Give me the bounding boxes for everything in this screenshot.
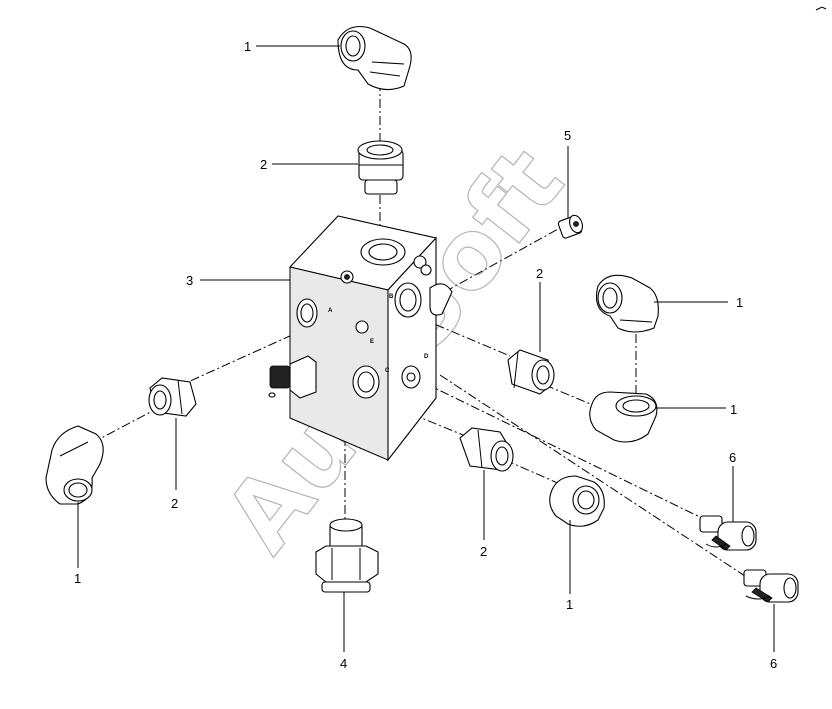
elbow-fitting-top — [337, 25, 412, 91]
callout-elbow-bottom: 1 — [566, 597, 573, 612]
adapter-top — [357, 140, 404, 195]
callout-elbow-right-mid: 1 — [730, 402, 737, 417]
corner-mark — [815, 6, 827, 11]
port-label-e: E — [370, 339, 374, 345]
callout-sensor-upper: 6 — [729, 450, 736, 465]
adapter-right — [507, 349, 555, 395]
callout-elbow-top: 1 — [244, 39, 251, 54]
callout-adapter-bottom: 2 — [480, 544, 487, 559]
elbow-fitting-bottom — [549, 475, 605, 527]
callout-adapter-right: 2 — [536, 266, 543, 281]
callout-adapter-left: 2 — [171, 496, 178, 511]
callout-labels: 1 2 3 5 1 1 2 2 1 2 1 4 6 6 — [74, 39, 777, 671]
port-label-d: D — [424, 354, 429, 360]
small-plug — [557, 214, 583, 239]
port-label-c: C — [385, 368, 390, 374]
adapter-bottom — [459, 427, 514, 472]
port-label-a: A — [328, 308, 333, 314]
callout-adapter-top: 2 — [260, 157, 267, 172]
elbow-fitting-left — [45, 425, 104, 505]
leader-lines — [77, 45, 775, 652]
callout-block: 3 — [186, 273, 193, 288]
adapter-left — [148, 377, 197, 417]
callout-elbow-left: 1 — [74, 571, 81, 586]
plug — [315, 518, 379, 593]
assembly-lines — [87, 82, 749, 579]
callout-sensor-lower: 6 — [770, 656, 777, 671]
callout-small-plug: 5 — [564, 128, 571, 143]
elbow-fitting-right-mid — [589, 391, 658, 443]
callout-elbow-right-upper: 1 — [736, 295, 743, 310]
sensor-upper — [699, 515, 757, 551]
sensor-lower — [743, 569, 799, 603]
manifold-block: A B C D E — [268, 215, 453, 462]
elbow-fitting-right-upper — [595, 274, 659, 333]
port-label-b: B — [389, 294, 394, 300]
callout-plug: 4 — [340, 656, 347, 671]
